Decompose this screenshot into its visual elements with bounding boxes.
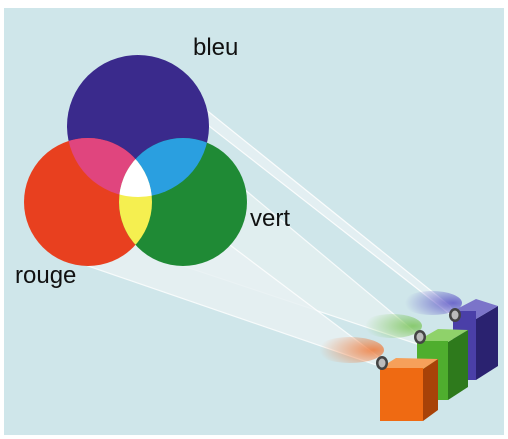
- red-beam-glow: [316, 337, 384, 363]
- label-green: vert: [250, 205, 290, 232]
- label-red: rouge: [15, 262, 76, 289]
- blue-beam-glow: [402, 291, 462, 315]
- red-projector: [376, 356, 438, 421]
- magenta-overlap: [67, 138, 152, 197]
- projectors: [376, 299, 498, 421]
- label-blue: bleu: [193, 34, 238, 61]
- cyan-overlap: [119, 138, 209, 197]
- green-beam-glow: [362, 314, 422, 338]
- color-circles: [24, 55, 247, 266]
